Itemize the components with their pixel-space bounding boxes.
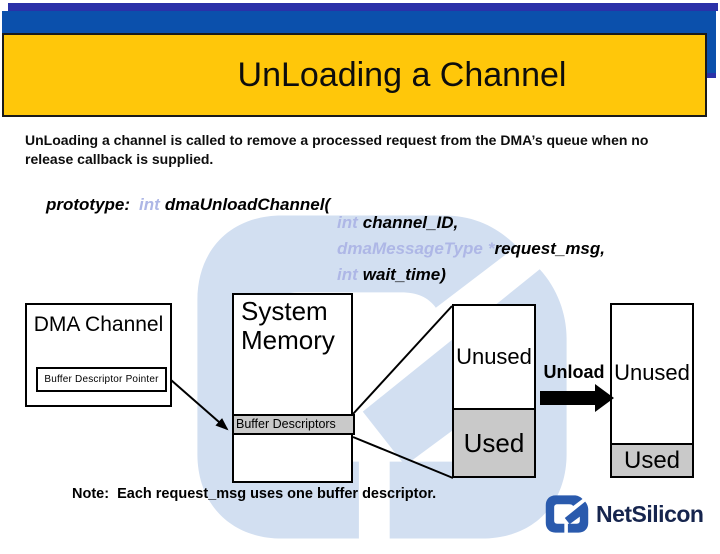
keyword-type: dmaMessageType	[337, 239, 483, 258]
body-paragraph: UnLoading a channel is called to remove …	[25, 132, 649, 167]
function-name: dmaUnloadChannel(	[164, 195, 331, 214]
descriptor-bar-before: Unused Used	[452, 304, 536, 478]
dma-channel-title: DMA Channel	[33, 313, 164, 336]
buffer-descriptor-pointer-box: Buffer Descriptor Pointer	[36, 367, 167, 392]
unused-label: Unused	[614, 360, 690, 385]
netsilicon-logo-icon	[545, 495, 589, 533]
param-name: channel_ID,	[362, 213, 459, 232]
keyword-int: int	[337, 213, 358, 232]
pointer-star: *	[487, 239, 495, 258]
buffer-descriptors-band: Buffer Descriptors	[232, 414, 355, 435]
unused-label: Unused	[456, 344, 532, 369]
keyword-int: int	[337, 265, 358, 284]
used-section: Used	[454, 408, 534, 476]
page-title: UnLoading a Channel	[237, 55, 567, 94]
keyword-int: int	[139, 195, 160, 214]
netsilicon-logo: NetSilicon	[544, 492, 704, 536]
prototype-param-2: dmaMessageType*request_msg,	[337, 239, 605, 259]
system-memory-title: System Memory	[241, 296, 335, 355]
unload-label: Unload	[543, 362, 605, 382]
netsilicon-logo-text: NetSilicon	[596, 500, 704, 527]
dma-channel-box: DMA Channel Buffer Descriptor Pointer	[25, 303, 172, 407]
param-name: request_msg,	[494, 239, 605, 258]
prototype-label: prototype:	[46, 195, 131, 214]
system-memory-box: System Memory Buffer Descriptors	[232, 293, 355, 483]
used-section: Used	[612, 443, 692, 476]
header-top-stripe	[8, 3, 718, 11]
title-box: UnLoading a Channel	[2, 33, 707, 117]
descriptor-bar-after: Unused Used	[610, 303, 694, 478]
param-name: wait_time)	[362, 265, 446, 284]
note-text: Note: Each request_msg uses one buffer d…	[72, 486, 437, 502]
